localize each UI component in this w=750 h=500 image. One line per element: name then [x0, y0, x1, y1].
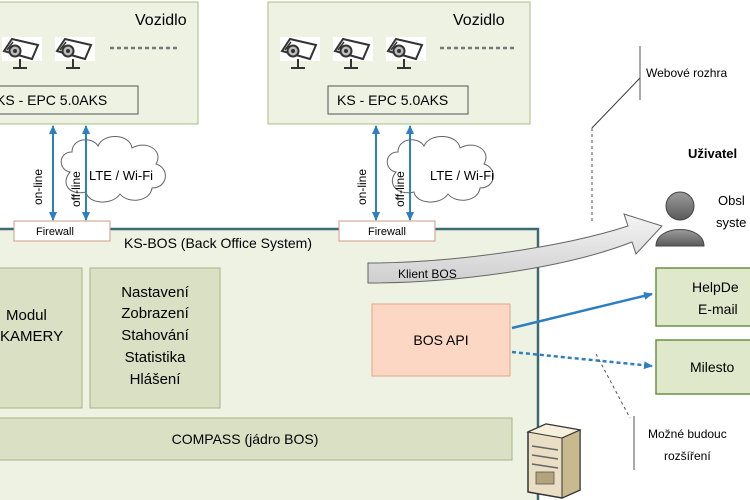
- compass-core-box: COMPASS (jádro BOS): [0, 417, 513, 461]
- client-bos-arrow: Klient BOS: [367, 213, 663, 284]
- client-bos-label: Klient BOS: [398, 267, 457, 281]
- bos-api-box: BOS API: [371, 303, 511, 377]
- compass-label: COMPASS (jádro BOS): [172, 431, 319, 447]
- helpdesk-line-2: E-mail: [698, 301, 738, 317]
- online-label-2: on-line: [355, 169, 369, 205]
- menu-item-display: Zobrazení: [121, 305, 189, 322]
- vehicle-title-2: Vozidlo: [453, 12, 505, 29]
- unit-box-2: [327, 85, 469, 115]
- menu-item-reports: Hlášení: [130, 371, 182, 388]
- api-to-helpdesk-arrow: [511, 292, 653, 330]
- module-cameras-box: Modul KAMERY: [0, 267, 83, 409]
- web-interface-label: Webové rozhra: [646, 66, 727, 80]
- unit-label-2: KS - EPC 5.0AKS: [337, 92, 448, 108]
- user-icon: [655, 191, 705, 247]
- helpdesk-box: HelpDe E-mail: [655, 267, 750, 327]
- vehicle-panel-1: Vozidlo KS - EPC 5.0AKS: [0, 1, 199, 125]
- functions-box: Nastavení Zobrazení Stahování Statistika…: [89, 267, 221, 409]
- bos-title: KS-BOS (Back Office System): [124, 235, 312, 251]
- api-to-milestone-arrow: [511, 350, 653, 370]
- web-callout-line: [591, 77, 641, 129]
- users-title: Uživatel: [688, 146, 737, 161]
- link-arrows-2: on-line off-line: [355, 125, 414, 221]
- offline-label-2: off-line: [393, 171, 407, 207]
- firewall-label-2: Firewall: [368, 226, 406, 238]
- online-label-1: on-line: [31, 169, 45, 205]
- milestone-box: Milesto: [655, 339, 750, 395]
- link-arrows-1: on-line off-line: [31, 125, 90, 221]
- wireless-label-1: LTE / Wi-Fi: [89, 168, 153, 183]
- module-line-2: KAMERY: [0, 328, 63, 345]
- unit-box-1: [0, 85, 139, 115]
- module-line-1: Modul: [6, 307, 47, 324]
- helpdesk-line-1: HelpDe: [692, 279, 739, 295]
- milestone-label: Milesto: [690, 359, 735, 375]
- future-divider-dashed: [595, 353, 631, 419]
- unit-label-1: KS - EPC 5.0AKS: [0, 92, 107, 108]
- menu-item-settings: Nastavení: [121, 284, 189, 301]
- server-icon: [526, 423, 582, 499]
- menu-item-download: Stahování: [121, 327, 189, 344]
- future-line-2: rozšíření: [664, 449, 711, 463]
- future-line-1: Možné budouc: [648, 427, 727, 441]
- offline-label-1: off-line: [69, 171, 83, 207]
- wireless-label-2: LTE / Wi-Fi: [430, 168, 494, 183]
- users-line-2: syste: [716, 215, 746, 230]
- menu-item-statistics: Statistika: [125, 349, 187, 366]
- firewall-2: Firewall: [338, 220, 436, 242]
- firewall-1: Firewall: [13, 220, 111, 242]
- firewall-label-1: Firewall: [36, 226, 74, 238]
- vehicle-panel-2: Vozidlo KS - EPC 5.0AKS: [267, 1, 531, 125]
- users-line-1: Obsl: [718, 193, 745, 208]
- bos-api-label: BOS API: [413, 332, 468, 348]
- vehicle-title-1: Vozidlo: [135, 12, 187, 29]
